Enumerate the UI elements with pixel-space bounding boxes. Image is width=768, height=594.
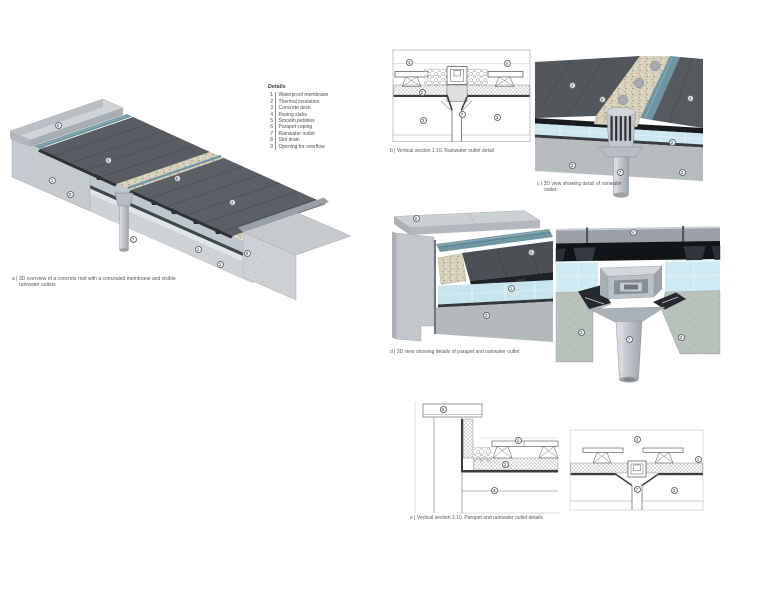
slot-drain-box: [627, 460, 647, 478]
gravel-strip: [116, 151, 225, 191]
parapet-coping: [422, 403, 483, 418]
rainwater-outlet-pipe: [114, 192, 134, 252]
membrane-on-wall: [461, 419, 463, 473]
figure-e-parapet-section: [414, 401, 560, 514]
paving-slab-right: [487, 71, 524, 87]
membrane-left: [393, 95, 447, 97]
outlet-pipe: [631, 485, 643, 510]
insulation-vertical: [463, 418, 474, 459]
rainwater-outlet-housing: [578, 265, 686, 323]
parapet-wall: [433, 417, 463, 513]
insulation-right: [466, 84, 530, 96]
membrane-right: [467, 95, 530, 97]
rainwater-outlet-leafguard: [598, 106, 644, 198]
outlet-funnel: [615, 473, 659, 487]
paving-slabs-right: [652, 57, 703, 128]
insulation-right: [645, 462, 704, 474]
slot-drain-strip: [436, 229, 553, 252]
pebbles-right: [466, 68, 488, 86]
caption-figure-d: d | 3D view showing details of parapet a…: [390, 349, 520, 355]
insulation-left: [570, 462, 629, 474]
insulation-right: [664, 259, 721, 292]
right-parapet: [238, 197, 352, 301]
figure-e-outlet-section: [569, 429, 704, 511]
paving-slabs-field1: [38, 117, 210, 187]
figure-d-outlet-closeup-3d: [555, 226, 721, 383]
figure-d-parapet-3d: [392, 210, 554, 342]
membrane-left: [570, 473, 616, 476]
concrete-right: [661, 290, 721, 355]
gravel-cut-face: [437, 253, 467, 285]
paving-slabs-left: [535, 56, 640, 118]
caption-figure-b: b | Vertical section 1:10. Rainwater out…: [390, 148, 494, 154]
outlet-corrugation: [446, 84, 468, 102]
figure-a-3d-overview: [9, 98, 352, 301]
insulation-left: [555, 260, 599, 293]
slot-drain-strip: [640, 56, 680, 120]
membrane-horizontal: [462, 470, 558, 473]
membrane-right: [658, 473, 703, 476]
pedestal-tops: [617, 60, 661, 106]
outlet-pipe: [615, 320, 643, 383]
paving-slab-top: [556, 226, 720, 246]
pedestal-zone: [38, 152, 248, 255]
membrane-band: [438, 298, 553, 308]
void-under-slabs: [556, 241, 720, 262]
paving-slab: [491, 440, 559, 459]
gravel-strip: [596, 56, 670, 118]
outlet-funnel: [440, 94, 473, 111]
insulation-horizontal: [473, 457, 559, 471]
caption-figure-a: a | 3D overview of a concrete roof with …: [12, 276, 176, 288]
parapet-coping: [393, 210, 541, 235]
pedestals: [555, 245, 721, 265]
figure-b-section: [392, 49, 531, 142]
caption-figure-c: c | 3D view showing detail of rainwater …: [537, 181, 622, 193]
caption-figure-e: e | Vertical section 1:10. Parapet and r…: [410, 515, 544, 521]
insulation-left: [393, 84, 448, 96]
figure-c-outlet-3d: [534, 56, 704, 198]
pebbles-left: [424, 68, 447, 86]
slot-drain-box: [446, 66, 468, 85]
legend-title: Details: [268, 84, 286, 90]
